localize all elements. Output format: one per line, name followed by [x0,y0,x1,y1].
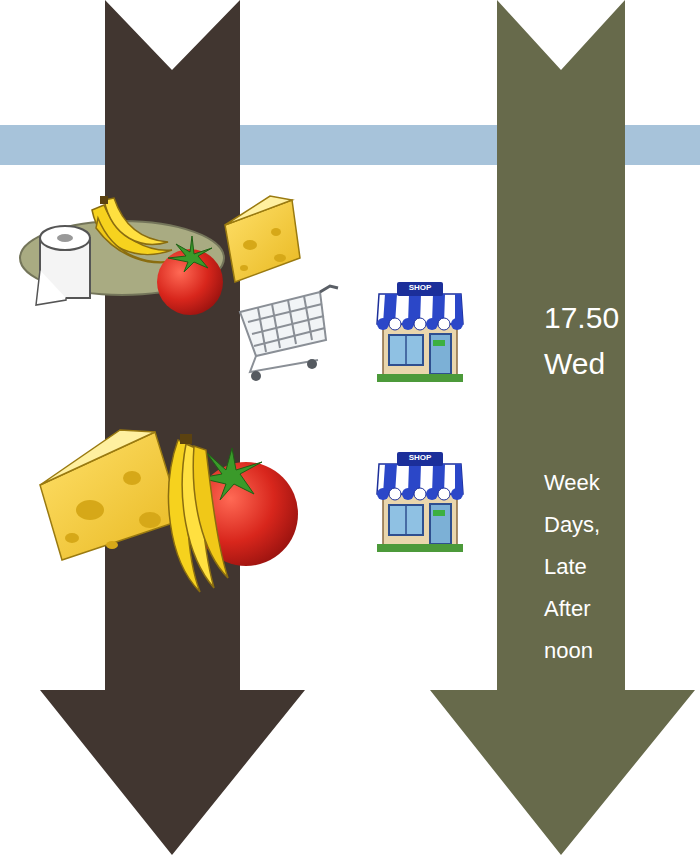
plate-illustration [40,226,90,250]
cart-icon [240,292,326,356]
goods-illustration [123,471,141,485]
plate-illustration [271,228,281,236]
shop-icon [377,282,463,382]
shop-icon [377,452,463,552]
plate-illustration [225,196,292,225]
sign-text: SHOP [397,283,443,293]
goods-illustration [40,430,298,592]
plate-illustration [225,200,300,282]
cart-icon [240,286,338,381]
cart-icon [307,359,317,369]
plate-illustration [57,234,73,242]
cart-icon [320,286,338,292]
goods-illustration [139,512,161,528]
goods-illustration [76,500,104,520]
plate-illustration [168,236,212,272]
plate-illustration [36,270,66,305]
flow-arrow: 17.50 WedWeek Days, Late After noon [430,0,700,855]
cart-icon [248,304,325,346]
sign-text: SHOP [397,453,443,463]
cart-icon [251,371,261,381]
arrow-shape [430,0,695,855]
goods-illustration [40,430,155,485]
goods-illustration [193,446,228,578]
cart-icon [258,296,312,352]
plate-illustration [243,240,257,250]
node-text: 17.50 Wed [544,295,639,387]
cart-icon [250,356,318,372]
plate-illustration [100,196,108,204]
flow-arrow [40,0,305,855]
plate-illustration [274,254,286,262]
plate-illustration [20,196,300,315]
goods-illustration [180,434,192,444]
goods-illustration [106,541,118,549]
arrow-outline [430,0,700,855]
goods-illustration [65,533,79,543]
node-text: Week Days, Late After noon [544,462,619,672]
plate-illustration [104,198,168,244]
plate-illustration [240,265,248,271]
